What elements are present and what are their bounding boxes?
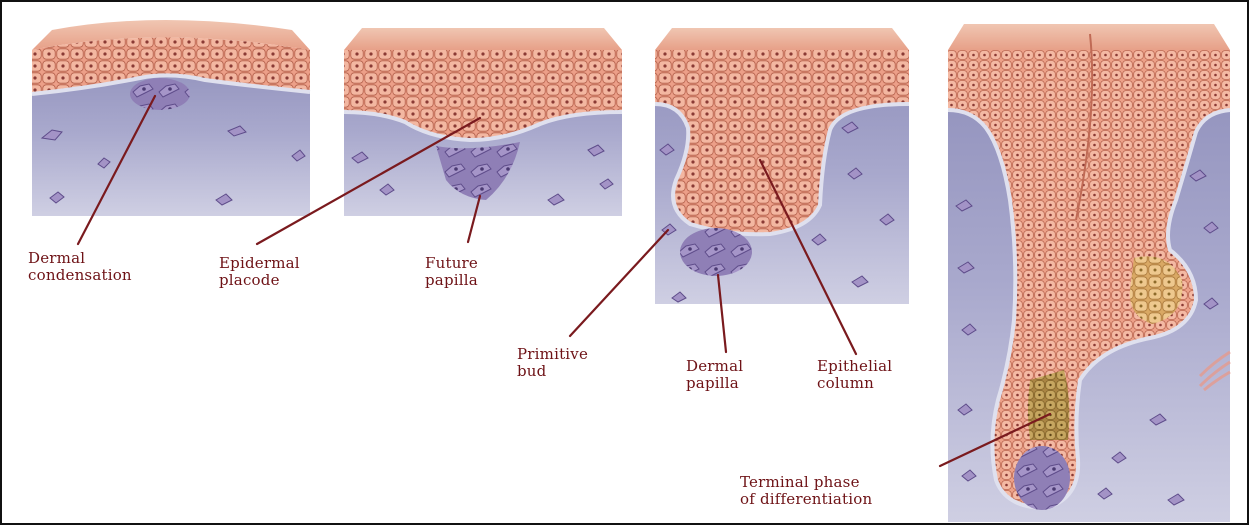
panel-4-terminal-phase	[948, 24, 1230, 522]
panel-1-dermal-condensation	[32, 20, 310, 216]
hair-matrix-keratinizing-zone	[1028, 370, 1069, 440]
panel-2-epidermal-placode	[344, 28, 622, 216]
dermal-papilla-cluster	[680, 228, 752, 276]
label-dermal-papilla: Dermal papilla	[686, 358, 743, 392]
label-dermal-condensation: Dermal condensation	[28, 250, 132, 284]
label-primitive-bud: Primitive bud	[517, 346, 588, 380]
leader-primitive-bud	[570, 230, 668, 336]
label-epithelial-column: Epithelial column	[817, 358, 892, 392]
panel-3-primitive-bud	[655, 28, 909, 304]
label-terminal-phase: Terminal phase of differentiation	[740, 474, 872, 508]
dermal-condensation-cluster	[130, 78, 190, 110]
dermal-papilla-bulb	[1014, 446, 1070, 510]
label-epidermal-placode: Epidermal placode	[219, 255, 300, 289]
label-future-papilla: Future papilla	[425, 255, 478, 289]
